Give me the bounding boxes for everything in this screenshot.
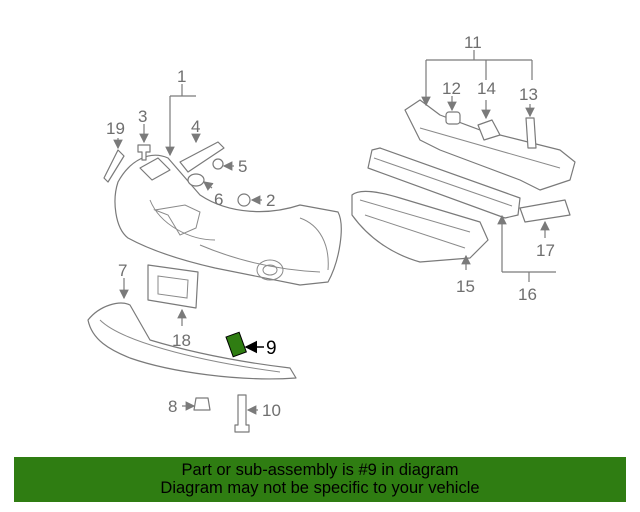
license-bracket bbox=[147, 264, 199, 309]
banner-line-disclaimer: Diagram may not be specific to your vehi… bbox=[160, 479, 480, 497]
callout-13: 13 bbox=[519, 85, 538, 104]
callout-7: 7 bbox=[118, 261, 127, 280]
info-banner: Part or sub-assembly is #9 in diagram Di… bbox=[14, 457, 626, 502]
cover-brackets bbox=[139, 141, 225, 181]
bolt-8 bbox=[193, 397, 211, 411]
callout-5: 5 bbox=[238, 157, 247, 176]
callout-9[interactable]: 9 bbox=[266, 338, 277, 359]
parts-diagram: 1 2 3 4 5 6 7 8 9 10 11 12 13 14 15 16 1… bbox=[87, 33, 576, 433]
callout-15: 15 bbox=[456, 277, 475, 296]
banner-line-part: Part or sub-assembly is #9 in diagram bbox=[181, 461, 459, 479]
bracket-14 bbox=[477, 119, 501, 141]
callout-labels: 1 2 3 4 5 6 7 8 9 10 11 12 13 14 15 16 1… bbox=[106, 33, 555, 420]
callout-10: 10 bbox=[262, 401, 281, 420]
callout-4: 4 bbox=[191, 117, 200, 136]
leader-lines bbox=[113, 50, 556, 415]
energy-absorber bbox=[351, 190, 489, 263]
callout-12: 12 bbox=[442, 79, 461, 98]
callout-17: 17 bbox=[536, 241, 555, 260]
callout-14: 14 bbox=[477, 79, 496, 98]
shield-19 bbox=[103, 149, 125, 183]
callout-16: 16 bbox=[518, 285, 537, 304]
callout-8: 8 bbox=[168, 397, 177, 416]
callout-2: 2 bbox=[266, 191, 275, 210]
highlighted-part-9[interactable] bbox=[225, 331, 247, 358]
impact-bar bbox=[367, 147, 521, 219]
bracket-17 bbox=[519, 199, 571, 223]
bolt-10 bbox=[234, 394, 250, 433]
clip-12 bbox=[445, 111, 461, 125]
callout-6: 6 bbox=[214, 190, 223, 209]
callout-18: 18 bbox=[172, 331, 191, 350]
fasteners bbox=[137, 144, 251, 207]
callout-1: 1 bbox=[177, 67, 186, 86]
lower-valance bbox=[87, 302, 297, 380]
callout-19: 19 bbox=[106, 119, 125, 138]
bracket-13 bbox=[525, 117, 537, 149]
callout-3: 3 bbox=[138, 107, 147, 126]
bumper-cover bbox=[114, 154, 342, 286]
callout-11: 11 bbox=[464, 33, 482, 52]
